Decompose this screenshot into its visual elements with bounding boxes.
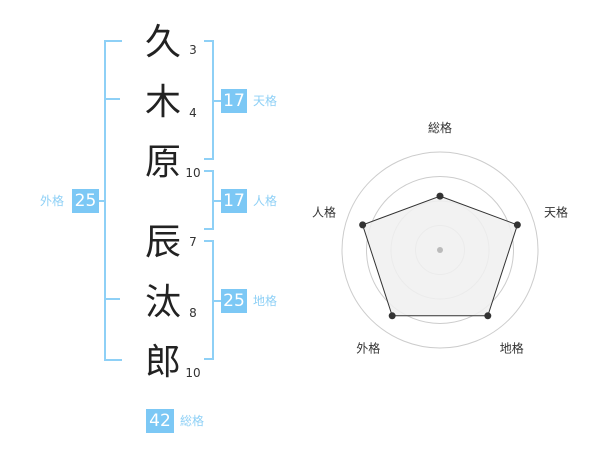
jinkaku-label: 人格 xyxy=(253,194,278,208)
soukaku-value: 42 xyxy=(146,409,174,433)
radar-ring xyxy=(366,176,514,324)
radar-point xyxy=(436,192,444,200)
stroke-count-3: 10 xyxy=(185,166,201,180)
chikaku-label: 地格 xyxy=(253,294,278,308)
radar-center-dot xyxy=(437,247,443,253)
gaikaku-value: 25 xyxy=(72,189,99,213)
stroke-count-2: 4 xyxy=(189,106,197,120)
radar-point xyxy=(388,312,396,320)
radar-axis-label: 地格 xyxy=(500,341,524,356)
radar-ring xyxy=(341,151,539,349)
radar-axis-label: 総格 xyxy=(428,120,452,135)
radar-points xyxy=(359,192,521,320)
name-char-1: 久 xyxy=(144,22,181,63)
name-char-2: 木 xyxy=(144,82,181,123)
radar-point xyxy=(484,312,492,320)
radar-point xyxy=(513,221,521,229)
radar-polygon xyxy=(361,195,519,317)
stroke-count-6: 10 xyxy=(185,366,201,380)
stroke-count-5: 8 xyxy=(189,306,197,320)
stroke-count-4: 7 xyxy=(189,235,197,249)
tenkaku-label: 天格 xyxy=(253,94,278,108)
gaikaku-label: 外格 xyxy=(40,194,65,208)
chikaku-value: 25 xyxy=(221,289,247,313)
radar-axis-label: 外格 xyxy=(356,341,380,356)
tenkaku-value: 17 xyxy=(221,89,247,113)
radar-point xyxy=(359,221,367,229)
radar-axis-label: 天格 xyxy=(544,204,568,219)
radar-axis-label: 人格 xyxy=(312,204,336,219)
name-char-4: 辰 xyxy=(144,222,181,263)
stroke-count-1: 3 xyxy=(189,43,197,57)
name-char-3: 原 xyxy=(144,142,181,183)
name-char-5: 汰 xyxy=(144,282,181,323)
soukaku-label: 総格 xyxy=(180,414,205,428)
name-char-6: 郎 xyxy=(144,342,181,383)
jinkaku-value: 17 xyxy=(221,189,247,213)
